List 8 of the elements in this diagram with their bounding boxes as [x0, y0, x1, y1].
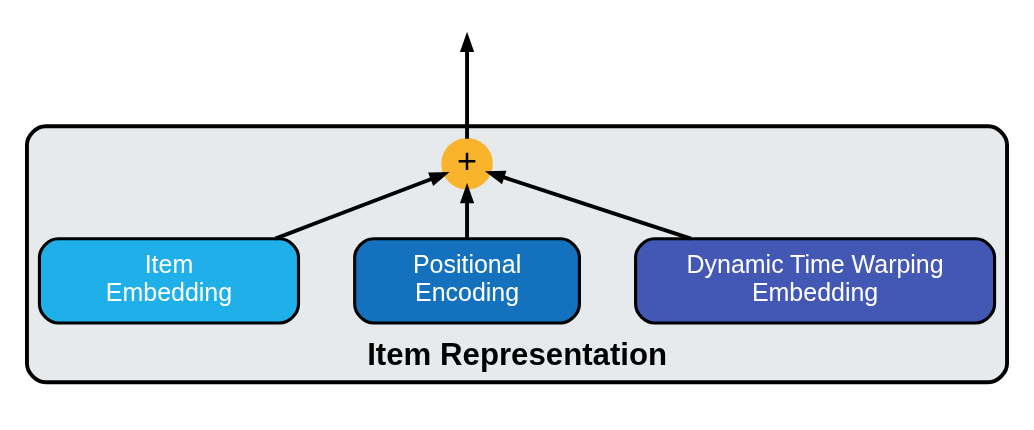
arrow: [484, 170, 692, 240]
node-box: Item Embedding: [37, 236, 301, 325]
arrow: [274, 171, 450, 240]
node-circle: +: [441, 137, 493, 190]
arrow: [459, 182, 475, 238]
node-box: Positional Encoding: [353, 236, 581, 325]
node-box: Dynamic Time Warping Embedding: [634, 236, 997, 325]
arrow: [459, 31, 475, 139]
